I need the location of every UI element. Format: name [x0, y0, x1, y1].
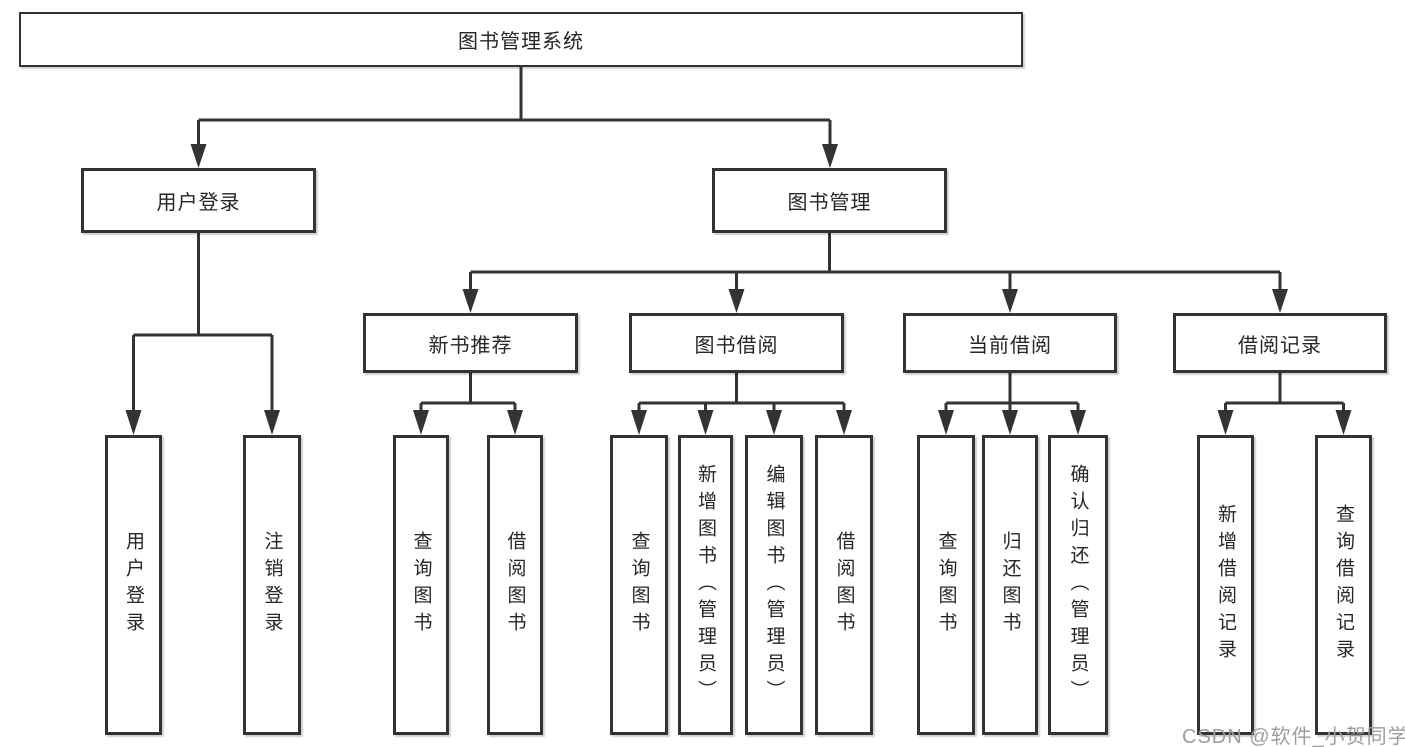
- node-book-borrow-label: 图书借阅: [694, 334, 779, 357]
- leaf-cb-return-books: 归还图书: [982, 435, 1038, 735]
- leaf-cb-return-books-label: 归还图书: [999, 531, 1021, 639]
- node-current-borrow-label: 当前借阅: [968, 334, 1052, 357]
- leaf-nb-borrow-books-label: 借阅图书: [504, 531, 526, 639]
- leaf-br-query-record-label: 查询借阅记录: [1333, 504, 1354, 666]
- leaf-logout-label: 注销登录: [261, 531, 283, 639]
- node-book-borrow: 图书借阅: [629, 313, 844, 373]
- watermark: CSDN @软件_小贺同学: [1182, 726, 1405, 747]
- leaf-br-add-record-label: 新增借阅记录: [1215, 504, 1236, 666]
- leaf-br-add-record: 新增借阅记录: [1197, 435, 1254, 735]
- leaf-nb-query-books-label: 查询图书: [410, 531, 432, 639]
- leaf-bb-add-books-admin: 新增图书（管理员）: [678, 435, 733, 735]
- node-current-borrow: 当前借阅: [903, 313, 1117, 373]
- leaf-bb-borrow-books-label: 借阅图书: [833, 531, 855, 639]
- leaf-bb-edit-books-admin-label: 编辑图书（管理员）: [763, 463, 785, 707]
- leaf-cb-query-books-label: 查询图书: [935, 531, 957, 639]
- leaf-cb-query-books: 查询图书: [917, 435, 975, 735]
- node-root: 图书管理系统: [19, 12, 1023, 67]
- leaf-user-login: 用户登录: [105, 435, 162, 735]
- leaf-bb-edit-books-admin: 编辑图书（管理员）: [745, 435, 803, 735]
- leaf-bb-add-books-admin-label: 新增图书（管理员）: [695, 463, 716, 707]
- node-borrow-records-label: 借阅记录: [1238, 334, 1322, 357]
- node-new-books: 新书推荐: [363, 313, 578, 373]
- leaf-nb-query-books: 查询图书: [393, 435, 449, 735]
- node-book-mgmt-label: 图书管理: [787, 192, 872, 214]
- node-new-books-label: 新书推荐: [428, 334, 513, 357]
- leaf-br-query-record: 查询借阅记录: [1315, 435, 1372, 735]
- leaf-cb-confirm-return-admin: 确认归还（管理员）: [1048, 435, 1108, 735]
- leaf-bb-borrow-books: 借阅图书: [815, 435, 873, 735]
- leaf-bb-query-books: 查询图书: [610, 435, 668, 735]
- leaf-cb-confirm-return-admin-label: 确认归还（管理员）: [1067, 463, 1089, 707]
- node-book-mgmt: 图书管理: [712, 168, 947, 233]
- node-borrow-records: 借阅记录: [1173, 313, 1387, 373]
- leaf-user-login-label: 用户登录: [123, 531, 144, 639]
- node-root-label: 图书管理系统: [458, 31, 584, 53]
- leaf-nb-borrow-books: 借阅图书: [487, 435, 543, 735]
- node-user-login: 用户登录: [81, 168, 316, 233]
- leaf-bb-query-books-label: 查询图书: [628, 531, 650, 639]
- leaf-logout: 注销登录: [243, 435, 301, 735]
- node-user-login-label: 用户登录: [156, 192, 241, 214]
